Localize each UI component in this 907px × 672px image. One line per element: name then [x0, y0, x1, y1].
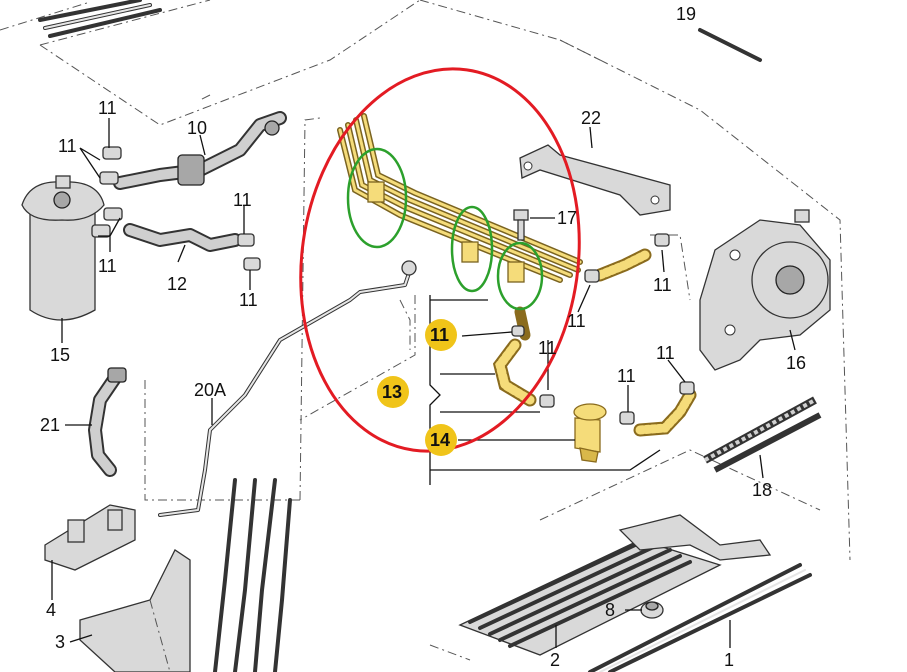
label-14: 14	[430, 430, 450, 450]
label-11-i: 11	[656, 343, 675, 363]
yellow-hoses	[492, 248, 697, 437]
label-19: 19	[676, 4, 696, 24]
label-11-d: 11	[98, 256, 117, 276]
label-3: 3	[55, 632, 65, 652]
label-11-j: 11	[617, 366, 636, 386]
label-21: 21	[40, 415, 60, 435]
red-annotation-circle	[299, 67, 581, 453]
label-10: 10	[187, 118, 207, 138]
label-11-b: 11	[58, 136, 77, 156]
clip-strip-18	[703, 396, 822, 473]
label-11-g: 11	[567, 311, 586, 331]
label-11-c: 11	[233, 190, 252, 210]
label-4: 4	[46, 600, 56, 620]
green-annotation-circle-3	[496, 241, 544, 311]
assembly-outlines	[0, 0, 851, 661]
bolt-17	[513, 209, 529, 241]
hose-clamps-right	[511, 233, 695, 425]
label-13: 13	[382, 382, 402, 402]
label-20a: 20A	[194, 380, 226, 400]
valve-14	[573, 403, 607, 463]
green-annotation-circle-1	[346, 147, 408, 249]
pipe-19	[698, 28, 762, 62]
label-8: 8	[605, 600, 615, 620]
label-15: 15	[50, 345, 70, 365]
label-2: 2	[550, 650, 560, 670]
label-11-a: 11	[98, 98, 117, 118]
hose-21	[88, 367, 127, 477]
badge-13	[377, 376, 409, 408]
label-11-h: 11	[538, 338, 557, 358]
oil-cooler-2	[458, 514, 772, 656]
badge-11	[425, 319, 457, 351]
vacuum-pump-16	[699, 209, 831, 371]
cooler-pipes-13	[337, 113, 583, 283]
top-hose-assembly	[38, 0, 162, 38]
label-22: 22	[581, 108, 601, 128]
label-17: 17	[557, 208, 577, 228]
pipe-bundle-lower	[213, 478, 292, 672]
hose-clamps-left	[91, 146, 261, 271]
label-16: 16	[786, 353, 806, 373]
fuel-filter-15	[21, 175, 105, 321]
label-11-highlighted: 11	[430, 325, 449, 345]
green-annotation-circle-2	[450, 205, 494, 293]
label-1: 1	[724, 650, 734, 670]
line-20a	[158, 260, 417, 517]
bracket-22	[519, 144, 671, 216]
label-11-f: 11	[653, 275, 672, 295]
label-11-e: 11	[239, 290, 258, 310]
pipes-1	[588, 563, 812, 672]
callout-labels: 19 11 10 11 22 11 15 17 11 12 11 11 11 1…	[40, 4, 806, 670]
bracket-4	[44, 504, 136, 571]
highlight-badges	[377, 319, 457, 456]
badge-14	[425, 424, 457, 456]
annotation-marks	[299, 67, 581, 453]
label-18: 18	[752, 480, 772, 500]
housing-3	[79, 549, 191, 672]
hose-10	[113, 111, 287, 190]
label-12: 12	[167, 274, 187, 294]
hose-12	[123, 223, 242, 252]
grommet-8	[640, 601, 664, 619]
